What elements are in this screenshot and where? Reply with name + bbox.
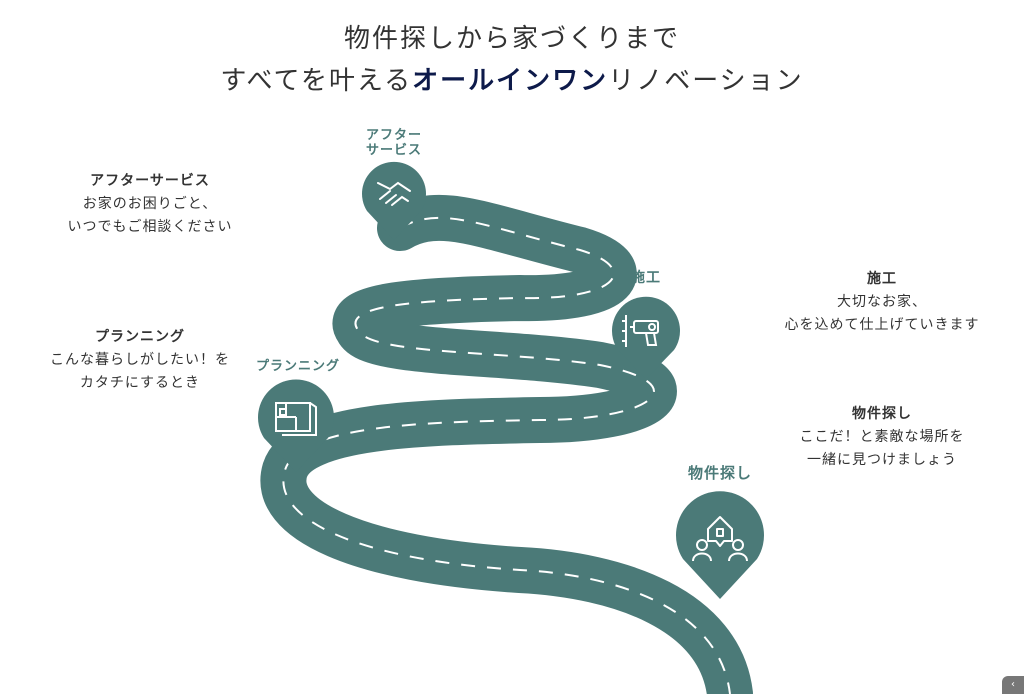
- headline-line-2: すべてを叶えるオールインワンリノベーション: [0, 60, 1024, 97]
- step-desc-after-service: アフターサービス お家のお困りごと、 いつでもご相談ください: [40, 170, 260, 239]
- step-title: 施工: [867, 271, 897, 287]
- pin-construction: [612, 296, 680, 379]
- step-title: プランニング: [95, 329, 185, 345]
- pin-after-service: [362, 161, 426, 240]
- step-line: カタチにするとき: [79, 375, 201, 391]
- pin-label-construction: 施工: [631, 270, 661, 286]
- step-line: お家のお困りごと、: [82, 196, 218, 212]
- headline-prefix: すべてを叶える: [220, 66, 413, 96]
- house-search-icon: [692, 516, 748, 562]
- step-desc-construction: 施工 大切なお家、 心を込めて仕上げていきます: [772, 268, 992, 337]
- handshake-icon: [377, 181, 411, 206]
- pin-label-line: サービス: [365, 143, 422, 158]
- step-desc-property-search: 物件探し ここだ！と素敵な場所を 一緒に見つけましょう: [772, 403, 992, 472]
- step-line: 大切なお家、: [837, 294, 927, 310]
- winding-road: [260, 194, 753, 694]
- pin-planning: [258, 379, 334, 472]
- headline-accent: オールインワン: [412, 66, 609, 96]
- drill-icon: [622, 315, 659, 347]
- step-line: 心を込めて仕上げていきます: [784, 317, 980, 333]
- step-title: 物件探し: [852, 406, 912, 422]
- pin-label-after-service: アフター サービス: [360, 128, 428, 158]
- headline-line-1: 物件探しから家づくりまで: [343, 24, 680, 54]
- floorplan-icon: [275, 402, 317, 436]
- pin-property-search: [676, 491, 764, 599]
- pin-label-planning: プランニング: [255, 359, 340, 374]
- step-desc-planning: プランニング こんな暮らしがしたい！を カタチにするとき: [30, 326, 250, 395]
- step-line: こんな暮らしがしたい！を: [50, 352, 230, 368]
- pin-label-line: アフター: [365, 128, 422, 143]
- step-line: ここだ！と素敵な場所を: [799, 429, 965, 445]
- chevron-left-icon[interactable]: ‹: [1002, 676, 1024, 694]
- step-line: 一緒に見つけましょう: [807, 452, 957, 468]
- pin-label-property-search: 物件探し: [687, 464, 752, 482]
- step-line: いつでもご相談ください: [67, 219, 233, 235]
- step-title: アフターサービス: [90, 173, 210, 189]
- headline-suffix: リノベーション: [608, 66, 804, 96]
- road-center-line: [282, 216, 731, 694]
